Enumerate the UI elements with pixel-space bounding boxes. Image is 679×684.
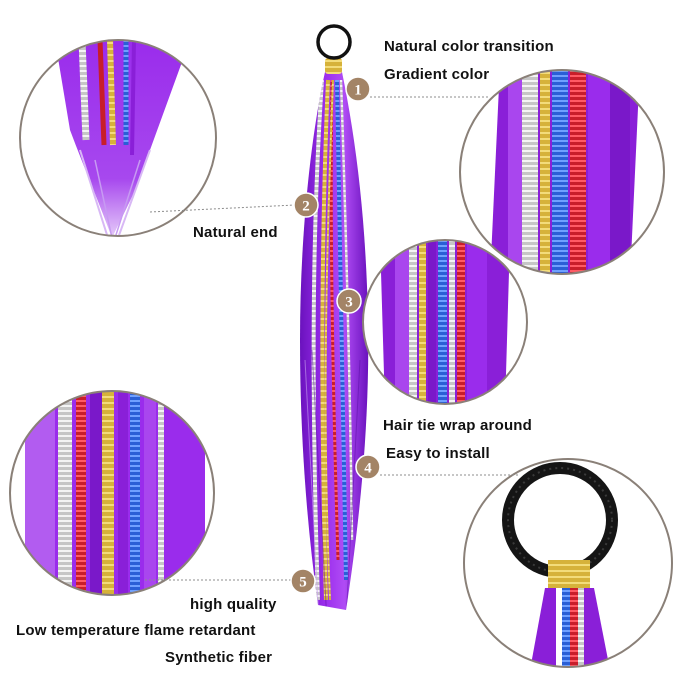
detail-circle-natural-end xyxy=(19,39,217,237)
label-hair-tie-wrap-around: Hair tie wrap around xyxy=(383,417,533,434)
label-easy-to-install: Easy to install xyxy=(386,445,490,462)
badge-5: 5 xyxy=(290,568,316,594)
label-high-quality: high quality xyxy=(190,596,277,613)
label-natural-end: Natural end xyxy=(193,224,278,241)
badge-4: 4 xyxy=(355,454,381,480)
label-gradient-color: Gradient color xyxy=(384,66,490,83)
badge-1: 1 xyxy=(345,76,371,102)
main-ponytail xyxy=(300,24,369,610)
leader-line-2 xyxy=(149,204,296,213)
badge-4-number: 4 xyxy=(364,461,372,477)
badge-2: 2 xyxy=(293,192,319,218)
detail-circle-high-quality xyxy=(9,390,215,596)
label-natural-color-transition: Natural color transition xyxy=(384,38,554,55)
detail-circle-gradient-color xyxy=(459,69,665,275)
badge-1-number: 1 xyxy=(354,83,362,99)
detail-circle-tinsel-closeup xyxy=(362,239,528,405)
binding-wrap xyxy=(325,58,342,74)
badge-5-number: 5 xyxy=(299,575,307,591)
badge-3: 3 xyxy=(336,288,362,314)
leader-lines xyxy=(145,96,520,581)
hair-tie-ring xyxy=(316,24,352,60)
badge-2-number: 2 xyxy=(302,199,310,215)
label-low-temperature-flame-retardant: Low temperature flame retardant xyxy=(16,622,256,639)
detail-circle-hair-tie xyxy=(463,458,673,668)
badge-3-number: 3 xyxy=(345,295,353,311)
label-synthetic-fiber: Synthetic fiber xyxy=(165,649,273,666)
